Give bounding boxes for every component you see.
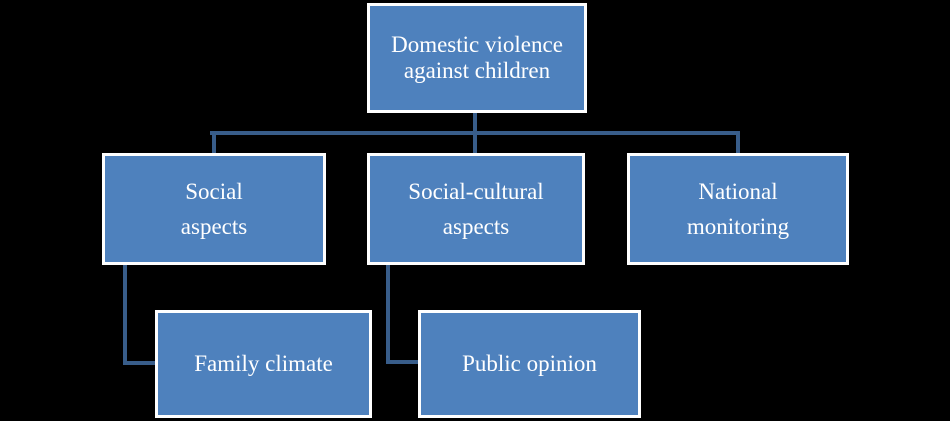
connector-cultural-opinion-horizontal: [386, 360, 420, 364]
connector-cultural-opinion-vertical: [386, 265, 390, 364]
node-social-cultural-aspects: Social-cultural aspects: [367, 153, 585, 265]
node-label-line: Public opinion: [462, 351, 597, 376]
node-label-line: National: [698, 179, 778, 204]
node-label-line: Social: [185, 179, 243, 204]
node-label-line: against children: [403, 58, 551, 83]
node-family-climate: Family climate: [155, 310, 372, 418]
node-label-line: aspects: [180, 214, 248, 239]
node-label-line: aspects: [442, 214, 510, 239]
node-domestic-violence: Domestic violence against children: [367, 3, 587, 113]
node-label-line: Family climate: [194, 351, 333, 376]
connector-social-family-horizontal: [123, 361, 157, 365]
node-public-opinion: Public opinion: [418, 310, 641, 418]
connector-level2-horizontal: [210, 131, 740, 135]
node-label-line: monitoring: [686, 214, 790, 239]
node-label-line: Social-cultural: [408, 179, 544, 204]
node-label-line: Domestic violence: [391, 32, 563, 57]
connector-drop-social: [212, 131, 216, 153]
connector-drop-monitoring: [736, 131, 740, 153]
node-national-monitoring: National monitoring: [627, 153, 849, 265]
node-social-aspects: Social aspects: [102, 153, 326, 265]
connector-social-family-vertical: [123, 265, 127, 365]
